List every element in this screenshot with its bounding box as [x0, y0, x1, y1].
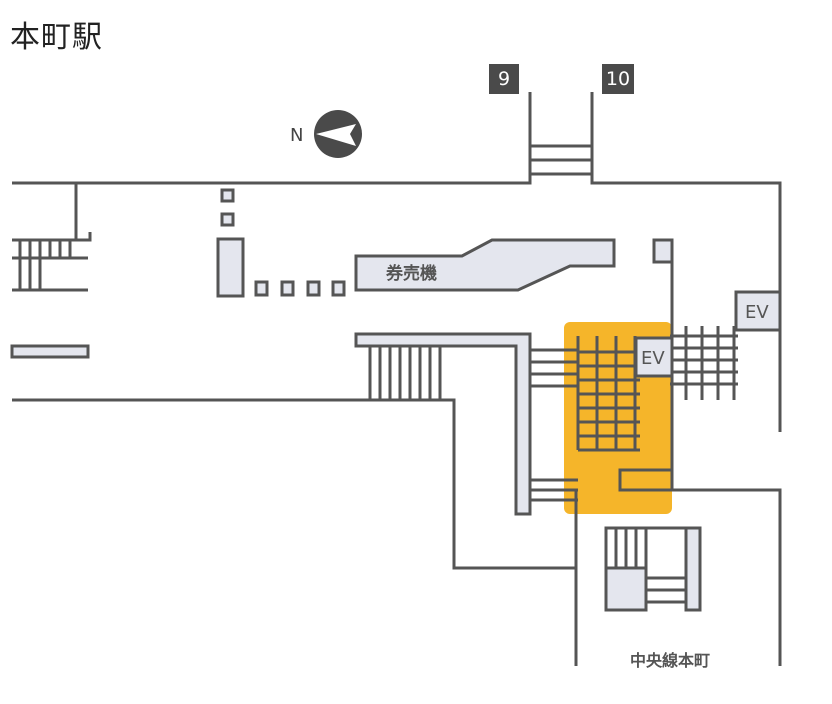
- side-ev-box: [734, 290, 782, 332]
- concourse-platform: [354, 332, 532, 516]
- pillar: [306, 280, 321, 297]
- station-title: 本町駅: [10, 20, 103, 55]
- side-ev-label: EV: [745, 302, 769, 323]
- exit-9-badge[interactable]: 9: [489, 64, 519, 94]
- pillar: [331, 280, 346, 297]
- pillar: [280, 280, 295, 297]
- left-stair-wall: [74, 183, 92, 242]
- exit-corridor-wall: [12, 92, 532, 185]
- main-ev-label: EV: [641, 348, 665, 369]
- pillar: [220, 212, 235, 227]
- main-ev-box: [634, 336, 674, 378]
- ticket-machine-area: [354, 238, 616, 292]
- pillar: [220, 188, 235, 203]
- compass-north-label: N: [290, 125, 303, 146]
- ticket-machine-label: 券売機: [385, 263, 437, 284]
- compass: [314, 110, 362, 158]
- line-transfer-label: 中央線本町: [630, 651, 710, 670]
- concourse-lower-wall: [12, 398, 576, 570]
- ticket-machine: [216, 237, 245, 298]
- exit-10-badge[interactable]: 10: [602, 64, 634, 94]
- pillar: [254, 280, 269, 297]
- lower-platform-box: [604, 566, 648, 612]
